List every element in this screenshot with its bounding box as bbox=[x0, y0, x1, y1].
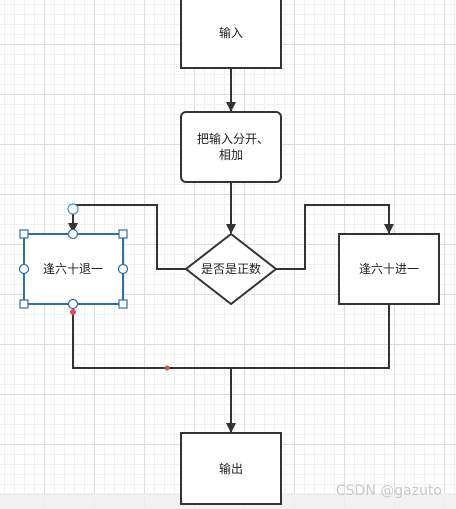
resize-handle-bottom-right[interactable] bbox=[118, 299, 128, 309]
split-add-node[interactable]: 把输入分开、 相加 bbox=[180, 111, 282, 183]
selection-handles[interactable] bbox=[18, 203, 129, 310]
resize-handle-right[interactable] bbox=[117, 263, 129, 275]
input-node[interactable]: 输入 bbox=[180, 0, 282, 69]
rotate-handle[interactable] bbox=[67, 203, 79, 215]
split-add-label-line2: 相加 bbox=[219, 148, 243, 162]
resize-handle-top[interactable] bbox=[67, 228, 79, 240]
borrow-node[interactable]: 逢六十退一 bbox=[23, 233, 124, 305]
input-label: 输入 bbox=[219, 25, 243, 40]
connection-point[interactable] bbox=[164, 365, 170, 371]
resize-handle-left[interactable] bbox=[18, 263, 30, 275]
is-positive-label: 是否是正数 bbox=[201, 261, 261, 276]
resize-handle-bottom[interactable] bbox=[67, 298, 79, 310]
split-add-label-line1: 把输入分开、 bbox=[197, 131, 269, 146]
resize-handle-bottom-left[interactable] bbox=[19, 299, 29, 309]
watermark: CSDN @gazuto bbox=[335, 483, 442, 499]
edge-decision-to-carry[interactable] bbox=[276, 204, 394, 270]
edge-borrow-to-merge[interactable] bbox=[72, 305, 231, 369]
carry-label: 逢六十进一 bbox=[359, 262, 419, 276]
output-label: 输出 bbox=[219, 461, 243, 476]
edge-carry-to-merge[interactable] bbox=[231, 305, 390, 369]
borrow-label: 逢六十退一 bbox=[43, 262, 103, 276]
resize-handle-top-left[interactable] bbox=[19, 229, 29, 239]
connection-point[interactable] bbox=[70, 309, 76, 315]
resize-handle-top-right[interactable] bbox=[118, 229, 128, 239]
output-node[interactable]: 输出 bbox=[180, 432, 282, 505]
carry-node[interactable]: 逢六十进一 bbox=[338, 233, 440, 305]
is-positive-decision[interactable]: 是否是正数 bbox=[184, 232, 278, 306]
